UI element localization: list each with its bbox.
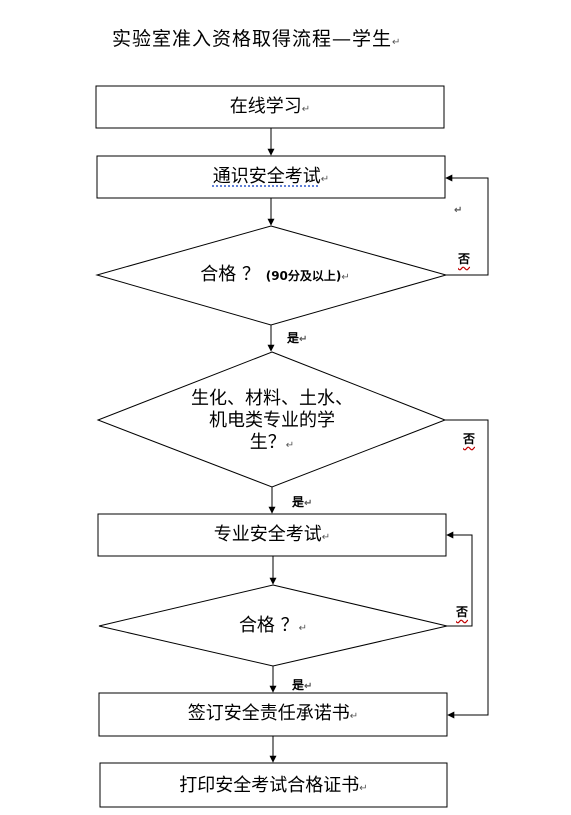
- diagram-title: 实验室准入资格取得流程—学生↵: [112, 24, 401, 51]
- label-no-check1: 否: [458, 252, 471, 266]
- node-general-exam: 通识安全考试↵: [212, 166, 330, 187]
- node-major-exam: 专业安全考试↵: [213, 524, 331, 545]
- label-no-check2: 否: [456, 605, 469, 619]
- node-print-certificate: 打印安全考试合格证书↵: [179, 775, 368, 796]
- node-pass-check-2: 合格 ？↵: [238, 615, 308, 636]
- loop-check2-no: [446, 531, 473, 627]
- box-online-study: [95, 85, 445, 129]
- label-yes-major-check: 是↵: [292, 495, 313, 509]
- path-major-check-no: [445, 419, 489, 719]
- node-sign-commitment: 签订安全责任承诺书↵: [187, 703, 359, 724]
- loop-check1-no: [445, 174, 489, 276]
- box-print-certificate: [99, 762, 448, 808]
- stray-paragraph-mark: ↵: [454, 205, 463, 216]
- node-online-study: 在线学习↵: [229, 96, 311, 117]
- node-major-check: 生化、材料、土水、 机电类专业的学 生？↵: [191, 388, 353, 453]
- paragraph-mark: ↵: [392, 37, 402, 48]
- node-pass-check-1: 合格 ？ (90分及以上)↵: [200, 264, 350, 285]
- title-text: 实验室准入资格取得流程—学生: [112, 28, 393, 50]
- label-no-major-check: 否: [463, 432, 476, 446]
- box-major-exam: [97, 513, 447, 557]
- label-yes-check2: 是↵: [292, 678, 313, 692]
- label-yes-check1: 是↵: [287, 331, 308, 345]
